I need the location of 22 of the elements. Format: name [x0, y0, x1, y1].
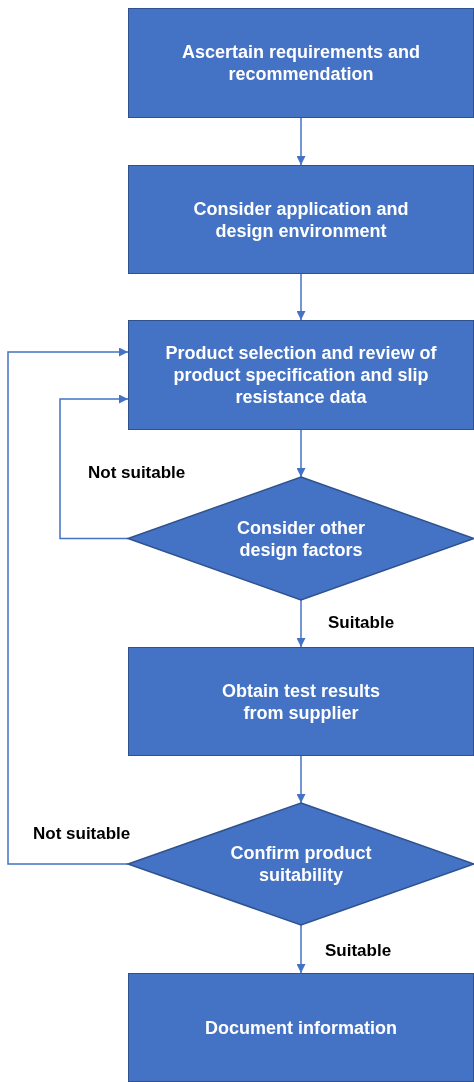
arrow: [296, 117, 306, 166]
arrow: [296, 273, 306, 321]
arrow: [296, 755, 306, 804]
process-box: [128, 320, 474, 430]
step-text: Consider application and design environment: [192, 197, 410, 242]
process-box: [128, 8, 474, 118]
process-box: [128, 647, 474, 756]
step-text: Obtain test results from supplier: [220, 679, 381, 724]
arrow: [296, 924, 306, 974]
step-text: Confirm product suitability: [229, 842, 373, 886]
step-text: Document information: [205, 1016, 397, 1039]
arrow: [296, 429, 306, 478]
step-text: Consider other design factors: [236, 516, 366, 561]
step-text: Product selection and review of product specification and slip resistance data: [164, 342, 438, 408]
arrow: [296, 599, 306, 648]
arrow: [7, 347, 129, 865]
process-box: [128, 973, 474, 1082]
step-text: Ascertain requirements and recommendation: [180, 41, 422, 85]
process-box: [128, 165, 474, 274]
decision-diamond: [128, 477, 474, 600]
decision-diamond: [128, 803, 474, 925]
arrow: [59, 394, 129, 540]
